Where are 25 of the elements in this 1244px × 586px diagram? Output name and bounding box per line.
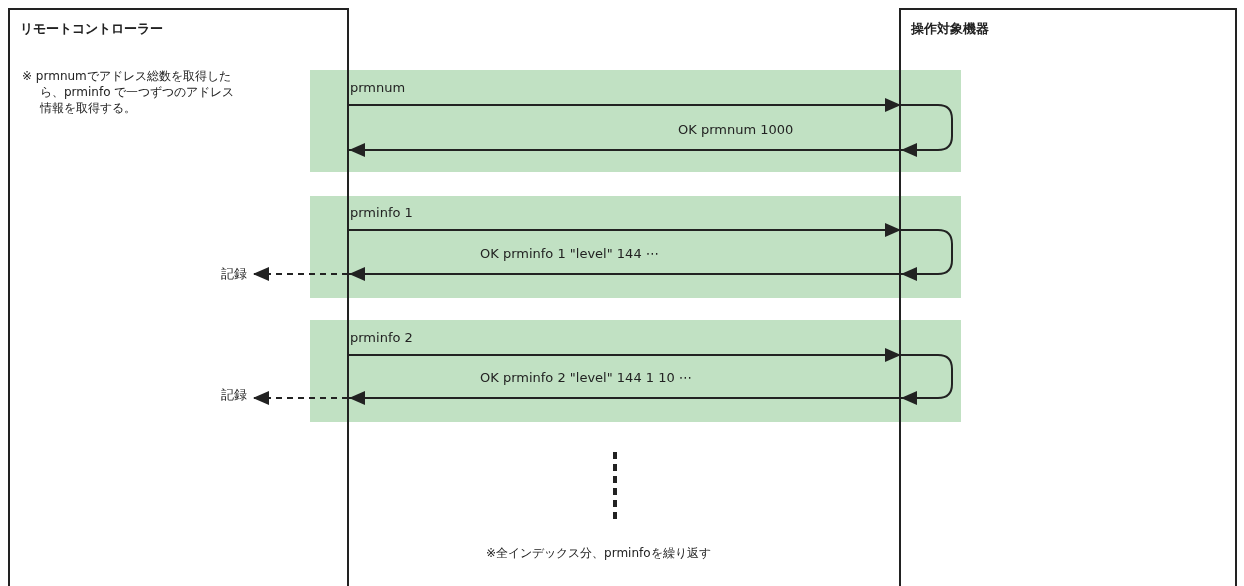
message-label: prmnum (350, 80, 406, 95)
self-arrow (900, 104, 953, 157)
participant-box (8, 8, 349, 586)
message-arrow (348, 391, 902, 405)
dashed-arrow (252, 391, 349, 405)
note-text: ※ prmnumでアドレス総数を取得したら、prminfo で一つずつのアドレス情報を取得する。 (22, 68, 236, 116)
participant-name: 操作対象機器 (911, 20, 989, 38)
participant-box (899, 8, 1237, 586)
participant-name: リモートコントローラー (20, 20, 163, 38)
message-arrow (348, 348, 902, 362)
message-label: OK prmnum 1000 (678, 122, 794, 137)
action-text: 記録 (221, 386, 247, 404)
message-label: prminfo 2 (350, 330, 413, 345)
self-arrow (900, 354, 953, 405)
note-text: ※全インデックス分、prminfoを繰り返す (486, 545, 711, 562)
dashed-arrow (252, 267, 349, 281)
message-arrow (348, 267, 902, 281)
message-arrow (348, 98, 902, 112)
message-label: OK prminfo 1 "level" 144 ⋯ (480, 246, 659, 261)
action-text: 記録 (221, 265, 247, 283)
message-label: OK prminfo 2 "level" 144 1 10 ⋯ (480, 370, 692, 385)
self-arrow (900, 229, 953, 281)
message-label: prminfo 1 (350, 205, 413, 220)
message-arrow (348, 143, 902, 157)
message-arrow (348, 223, 902, 237)
